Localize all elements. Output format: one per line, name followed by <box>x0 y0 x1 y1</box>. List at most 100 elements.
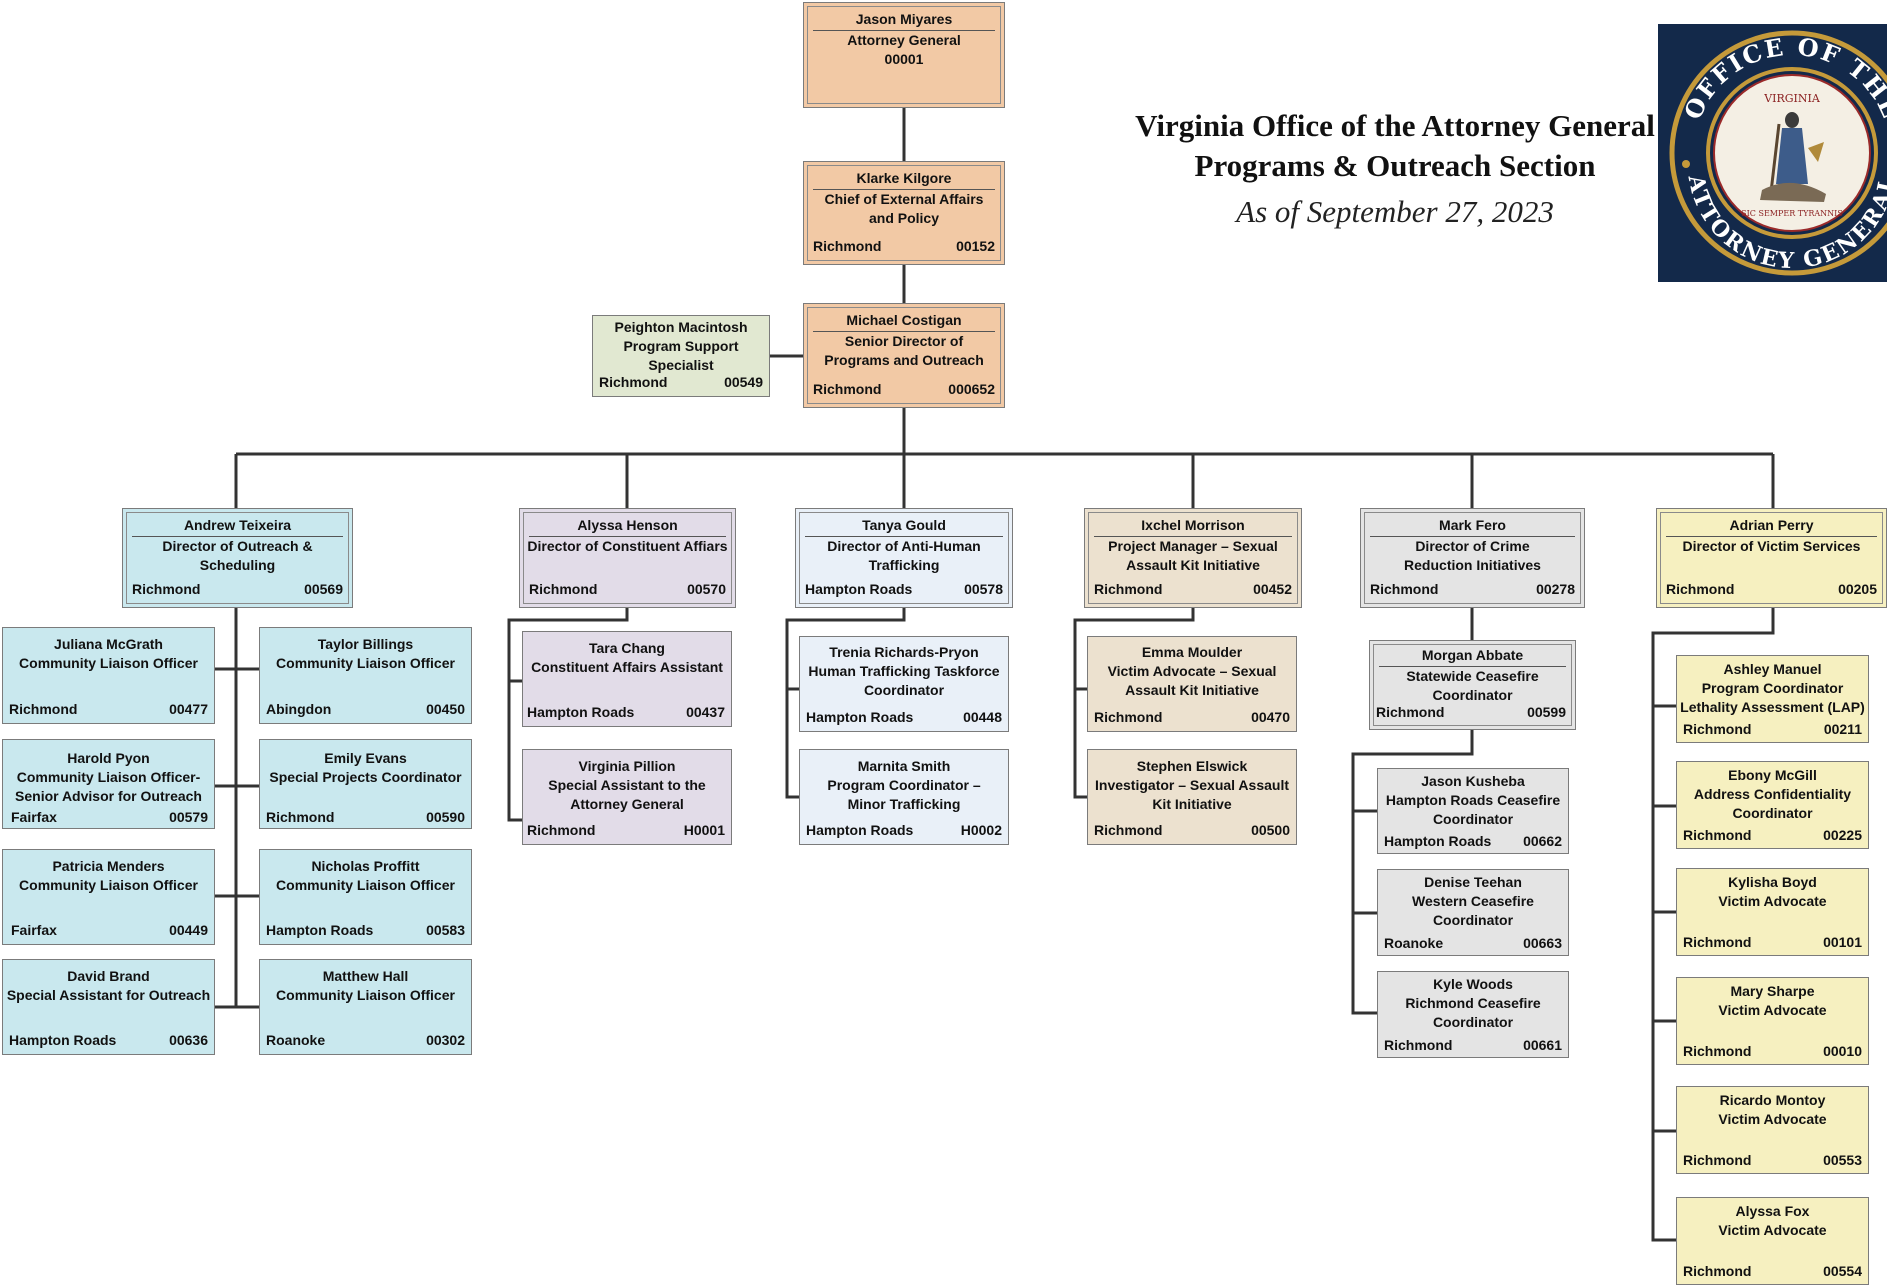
position-montoy[interactable]: Ricardo Montoy Victim Advocate Richmond … <box>1676 1086 1869 1174</box>
position-name: Emma Moulder <box>1141 644 1243 660</box>
position-kusheba[interactable]: Jason Kusheba Hampton Roads Ceasefire Co… <box>1377 768 1569 854</box>
position-location: Richmond <box>599 374 668 390</box>
position-name: Harold Pyon <box>67 750 150 766</box>
position-number: H0001 <box>683 822 725 838</box>
position-title: Human Trafficking Taskforce Coordinator <box>808 663 1000 698</box>
position-location: Abingdon <box>266 701 332 717</box>
position-name: Alyssa Fox <box>1735 1203 1810 1219</box>
seal-figure-icon <box>1760 112 1826 202</box>
position-teehan[interactable]: Denise Teehan Western Ceasefire Coordina… <box>1377 869 1569 956</box>
position-moulder[interactable]: Emma Moulder Victim Advocate – Sexual As… <box>1087 636 1297 732</box>
position-director-victim-services[interactable]: Adrian Perry Director of Victim Services… <box>1656 508 1887 608</box>
position-number: 00450 <box>426 701 465 717</box>
position-pyon[interactable]: Harold Pyon Community Liaison Officer- S… <box>2 739 215 829</box>
position-woods[interactable]: Kyle Woods Richmond Ceasefire Coordinato… <box>1377 971 1569 1058</box>
position-title: Western Ceasefire Coordinator <box>1412 893 1534 928</box>
position-name: Klarke Kilgore <box>813 169 995 190</box>
position-name: David Brand <box>67 968 150 984</box>
position-number: 000652 <box>948 381 995 397</box>
position-director-outreach[interactable]: Andrew Teixeira Director of Outreach & S… <box>122 508 353 608</box>
position-director-crime-reduction[interactable]: Mark Fero Director of Crime Reduction In… <box>1360 508 1585 608</box>
header-date: As of September 27, 2023 <box>1236 194 1554 229</box>
position-number: 00554 <box>1823 1263 1862 1279</box>
position-title: Victim Advocate <box>1718 1002 1827 1018</box>
position-title: Community Liaison Officer <box>276 987 455 1003</box>
position-number: 00278 <box>1536 581 1575 597</box>
position-richards-pryon[interactable]: Trenia Richards-Pryon Human Trafficking … <box>799 636 1009 732</box>
position-location: Hampton Roads <box>1384 833 1492 849</box>
position-title: Program Coordinator – Minor Trafficking <box>827 777 981 812</box>
position-number: 00001 <box>884 51 924 67</box>
position-number: 00636 <box>169 1032 208 1048</box>
position-number: H0002 <box>960 822 1002 838</box>
position-number: 00553 <box>1823 1152 1862 1168</box>
position-mcgill[interactable]: Ebony McGill Address Confidentiality Coo… <box>1676 761 1869 849</box>
position-location: Roanoke <box>266 1032 326 1048</box>
position-director-trafficking[interactable]: Tanya Gould Director of Anti-Human Traff… <box>795 508 1013 608</box>
position-name: Tanya Gould <box>805 516 1003 537</box>
position-program-support-specialist[interactable]: Peighton Macintosh Program Support Speci… <box>592 315 770 397</box>
position-location: Hampton Roads <box>805 581 913 597</box>
position-location: Richmond <box>1094 709 1163 725</box>
position-hall[interactable]: Matthew Hall Community Liaison Officer R… <box>259 959 472 1055</box>
seal-motto: SIC SEMPER TYRANNIS <box>1741 209 1843 218</box>
position-location: Richmond <box>813 238 882 254</box>
position-proffitt[interactable]: Nicholas Proffitt Community Liaison Offi… <box>259 849 472 945</box>
position-number: 00590 <box>426 809 465 825</box>
position-title: Special Assistant to the Attorney Genera… <box>548 777 706 812</box>
position-name: Jason Miyares <box>813 10 995 31</box>
position-title: Victim Advocate <box>1718 1222 1827 1238</box>
position-number: 00010 <box>1823 1043 1862 1059</box>
position-smith[interactable]: Marnita Smith Program Coordinator – Mino… <box>799 749 1009 845</box>
position-name: Patricia Menders <box>52 858 165 874</box>
position-elswick[interactable]: Stephen Elswick Investigator – Sexual As… <box>1087 749 1297 845</box>
position-name: Tara Chang <box>589 640 665 656</box>
position-title: Special Projects Coordinator <box>269 769 462 785</box>
position-title: Attorney General <box>847 32 961 48</box>
position-name: Jason Kusheba <box>1421 773 1525 789</box>
position-number: 00570 <box>687 581 726 597</box>
position-location: Richmond <box>132 581 201 597</box>
position-chang[interactable]: Tara Chang Constituent Affairs Assistant… <box>522 631 732 727</box>
position-name: Morgan Abbate <box>1379 646 1566 667</box>
position-attorney-general[interactable]: Jason Miyares Attorney General 00001 <box>803 2 1005 108</box>
position-name: Nicholas Proffitt <box>311 858 420 874</box>
position-number: 00500 <box>1251 822 1290 838</box>
position-menders[interactable]: Patricia Menders Community Liaison Offic… <box>2 849 215 945</box>
position-chief-external-affairs[interactable]: Klarke Kilgore Chief of External Affairs… <box>803 161 1005 265</box>
position-title: Director of Victim Services <box>1682 538 1861 554</box>
position-name: Ashley Manuel <box>1723 661 1822 677</box>
position-billings[interactable]: Taylor Billings Community Liaison Office… <box>259 627 472 724</box>
position-sharpe[interactable]: Mary Sharpe Victim Advocate Richmond 000… <box>1676 977 1869 1065</box>
position-number: 00225 <box>1823 827 1862 843</box>
position-number: 00211 <box>1823 721 1862 737</box>
position-name: Matthew Hall <box>322 968 409 984</box>
position-manuel[interactable]: Ashley Manuel Program Coordinator Lethal… <box>1676 655 1869 743</box>
position-name: Denise Teehan <box>1424 874 1522 890</box>
position-number: 00662 <box>1523 833 1562 849</box>
position-fox[interactable]: Alyssa Fox Victim Advocate Richmond 0055… <box>1676 1197 1869 1285</box>
position-name: Stephen Elswick <box>1136 758 1248 774</box>
position-title: Investigator – Sexual Assault Kit Initia… <box>1095 777 1289 812</box>
position-boyd[interactable]: Kylisha Boyd Victim Advocate Richmond 00… <box>1676 868 1869 956</box>
position-mcgrath[interactable]: Juliana McGrath Community Liaison Office… <box>2 627 215 724</box>
position-pillion[interactable]: Virginia Pillion Special Assistant to th… <box>522 749 732 845</box>
position-title: Community Liaison Officer <box>276 655 455 671</box>
position-director-sak[interactable]: Ixchel Morrison Project Manager – Sexual… <box>1084 508 1302 608</box>
attorney-general-seal: OFFICE OF THE ATTORNEY GENERAL VIRGINIA … <box>1658 24 1887 282</box>
position-number: 00448 <box>963 709 1002 725</box>
position-number: 00569 <box>304 581 343 597</box>
position-location: Richmond <box>1683 1263 1752 1279</box>
position-senior-director[interactable]: Michael Costigan Senior Director of Prog… <box>803 303 1005 408</box>
position-director-constituent[interactable]: Alyssa Henson Director of Constituent Af… <box>519 508 736 608</box>
position-name: Virginia Pillion <box>578 758 676 774</box>
position-brand[interactable]: David Brand Special Assistant for Outrea… <box>2 959 215 1055</box>
position-location: Richmond <box>1384 1037 1453 1053</box>
position-abbate[interactable]: Morgan Abbate Statewide Ceasefire Coordi… <box>1369 640 1576 730</box>
position-title: Constituent Affairs Assistant <box>531 659 723 675</box>
position-evans[interactable]: Emily Evans Special Projects Coordinator… <box>259 739 472 829</box>
position-number: 00302 <box>426 1032 465 1048</box>
position-title: Statewide Ceasefire Coordinator <box>1406 668 1539 703</box>
position-title: Chief of External Affairs and Policy <box>824 191 984 226</box>
